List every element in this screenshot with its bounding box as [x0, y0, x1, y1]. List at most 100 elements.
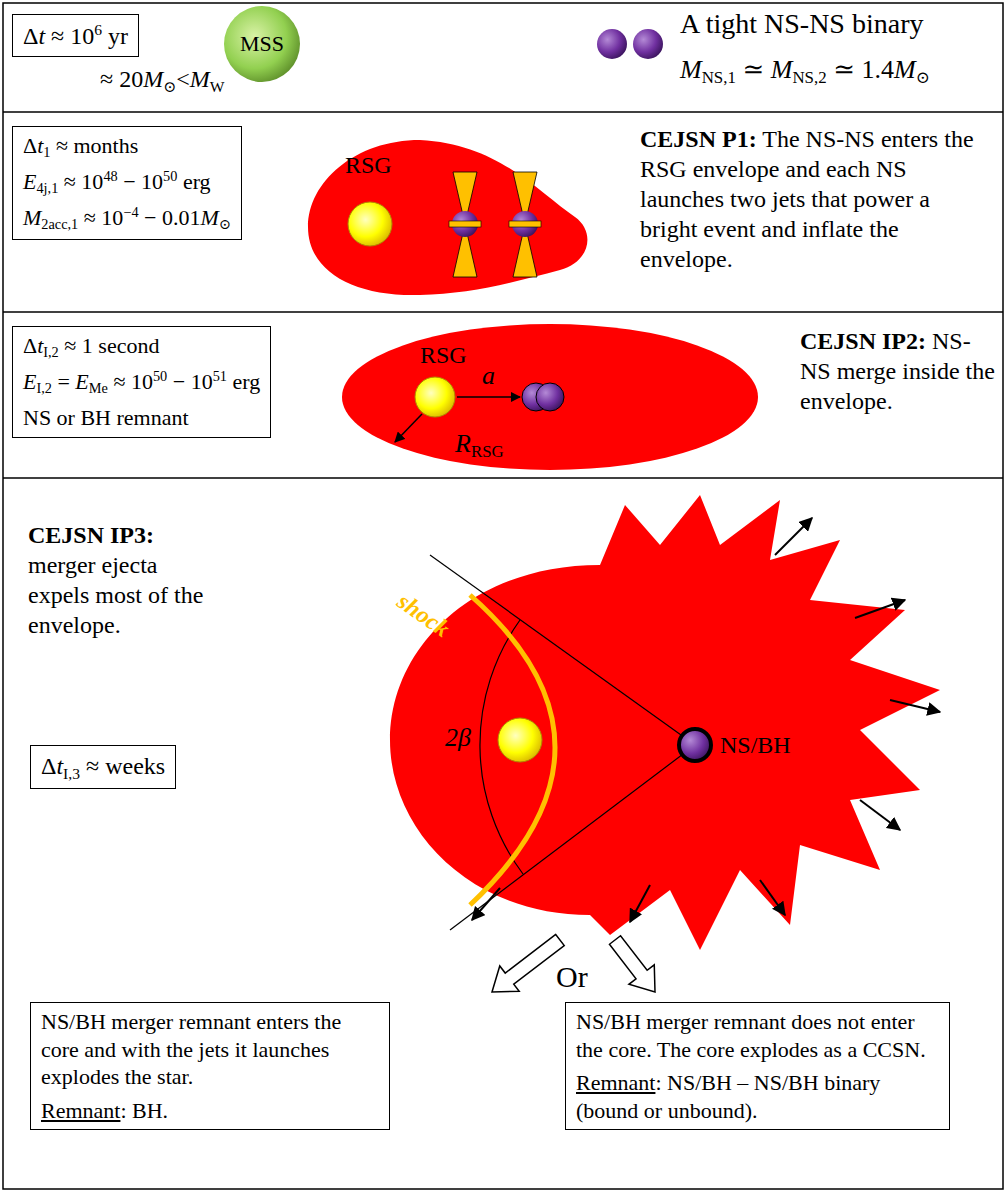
star-circle: MSS [224, 6, 300, 82]
text-run: NS/BH merger remnant does not enter the … [576, 1009, 926, 1062]
text-run: NS,1 [702, 68, 736, 87]
text-run: I,2 [36, 380, 51, 396]
text-run: E [75, 369, 88, 394]
label-slot: 2β [445, 722, 471, 755]
text-run: ≃ [736, 55, 771, 84]
red-supergiant-envelope [342, 324, 758, 470]
text-run: R [455, 429, 471, 458]
label-slot: RRSG [455, 428, 504, 462]
radius-arrow [395, 414, 422, 442]
text-run: 2acc,1 [41, 217, 78, 233]
ejecta-arrow [630, 885, 650, 922]
ejecta-arrow [472, 888, 500, 920]
node-text: Δt1 ≈ months [23, 132, 231, 162]
merging-neutron-star [536, 383, 564, 411]
angle-label: 2β [445, 722, 471, 755]
time-box: ΔtI,3 ≈ weeks [30, 745, 176, 789]
text-run: yr [102, 23, 128, 49]
node-text: M2acc,1 ≈ 10−4 − 0.01M⊙ [23, 204, 231, 234]
text-run: Remnant [576, 1070, 655, 1095]
node-text: RSG [420, 340, 760, 370]
text-run: : BH. [120, 1098, 168, 1123]
row-divider [3, 477, 1003, 479]
text-run: M [143, 66, 163, 92]
ejecta-arrow [890, 700, 940, 712]
envelope-shape: RSG [340, 322, 760, 472]
text-run: ⊙ [163, 78, 176, 95]
text-run: erg [177, 169, 210, 194]
time-box: Δt ≈ 106 yr [12, 14, 139, 57]
accretion-disk [449, 221, 481, 227]
text-run: M [200, 205, 218, 230]
node-text: NS/BH merger remnant does not enter the … [576, 1008, 939, 1063]
text-run: 1 [43, 144, 50, 160]
remnant-label: NS/BH [720, 730, 791, 760]
text-run: ≈ 10 [108, 369, 153, 394]
text-run: M [23, 205, 41, 230]
main-sequence-star [224, 6, 300, 82]
phase-description: CEJSN P1: The NS-NS enters the RSG envel… [640, 124, 990, 274]
parameter-box: Δt1 ≈ monthsE4j,1 ≈ 1048 − 1050 ergM2acc… [12, 126, 242, 240]
text-run: RSG [471, 442, 504, 461]
label-slot: shock [395, 600, 452, 630]
text-run: RSG [345, 152, 392, 178]
node-text: ΔtI,2 ≈ 1 second [23, 332, 260, 362]
text-run: erg [227, 369, 260, 394]
text-run: ≈ 10 [45, 23, 94, 49]
ejecta-arrow [760, 880, 785, 915]
text-run: M [894, 55, 916, 84]
text-run: MSS [240, 31, 284, 56]
separation-arrow [457, 396, 520, 398]
separation-label: a [482, 360, 495, 393]
text-run: − 10 [167, 369, 212, 394]
text-run: 2β [445, 723, 471, 752]
envelope-shape: RSG [300, 132, 600, 302]
neutron-star [633, 29, 663, 59]
accretion-disk [509, 221, 541, 227]
shape-outline [340, 322, 760, 472]
outcome-box: NS/BH merger remnant enters the core and… [30, 1002, 390, 1130]
label-slot: a [482, 360, 495, 393]
text-run: NS or BH remnant [23, 405, 189, 430]
text-run: M [771, 55, 793, 84]
phase-description: CEJSN IP2: NS-NS merge inside the envelo… [800, 326, 995, 416]
text-run: < [176, 66, 190, 92]
outcome-arrow [609, 936, 655, 992]
text-run: − 0.01 [139, 205, 201, 230]
text-run: ≈ 20 [100, 66, 143, 92]
text-run: RSG [420, 342, 467, 368]
binary-title: A tight NS-NS binary [680, 6, 923, 41]
shock-front [470, 595, 555, 905]
text-run: 6 [94, 21, 102, 38]
node-text: NS/BH merger remnant enters the core and… [41, 1008, 379, 1091]
explosion-illustration [390, 495, 940, 950]
text-run: t [56, 753, 63, 779]
text-run: 4j,1 [36, 180, 58, 196]
mass-equation: MNS,1 ≃ MNS,2 ≃ 1.4M⊙ [680, 54, 930, 88]
text-run: ⊙ [219, 217, 231, 233]
text-run: CEJSN P1: [640, 126, 757, 152]
neutron-star [597, 29, 627, 59]
label-slot: Or [556, 958, 588, 996]
node-text: EI,2 = EMe ≈ 1050 − 1051 erg [23, 368, 260, 398]
text-run: shock [393, 588, 455, 642]
label-slot: NS/BH [720, 730, 791, 760]
core-star [415, 377, 455, 417]
text-run: ≈ 10 [58, 169, 103, 194]
merger-remnant [679, 729, 711, 761]
label-slot: CEJSN IP3: merger ejecta expels most of … [28, 520, 213, 640]
label-slot: CEJSN IP2: NS-NS merge inside the envelo… [800, 326, 995, 416]
text-run: t [38, 23, 45, 49]
text-run: ⊙ [916, 68, 930, 87]
text-run: ≈ months [50, 133, 138, 158]
label-slot: ≈ 20M⊙<MW [100, 64, 225, 96]
red-supergiant-envelope [308, 140, 587, 295]
text-run: merger ejecta expels most of the envelop… [28, 552, 203, 638]
text-run: CEJSN IP2: [800, 328, 926, 354]
radius-label: RRSG [455, 428, 504, 462]
text-run: E [23, 169, 36, 194]
text-run: a [482, 361, 495, 390]
text-run: − 10 [118, 169, 163, 194]
text-run: 50 [163, 168, 177, 184]
parameter-box: ΔtI,2 ≈ 1 secondEI,2 = EMe ≈ 1050 − 1051… [12, 326, 271, 438]
